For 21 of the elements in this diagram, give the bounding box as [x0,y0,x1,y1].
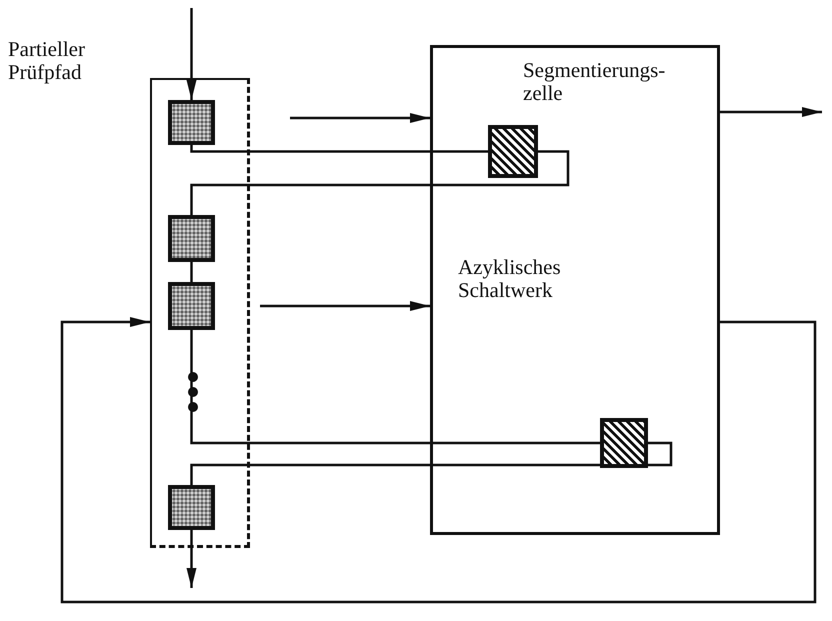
connector-line [190,262,193,282]
segmentation-cell [488,125,538,178]
arrow [260,301,430,311]
arrow [186,8,196,100]
scan-cell [168,215,215,262]
block-label: Azyklisches Schaltwerk [458,256,562,302]
arrow [290,113,430,123]
cell-caption: Segmentierungs- zelle [523,59,666,105]
connector-line [190,145,488,153]
connector-line [190,442,672,485]
arrow [186,530,196,588]
connector-line [190,150,570,215]
scan-cell [168,485,215,530]
arrow [720,107,822,117]
segmentation-cell [600,418,648,468]
connector-line [190,330,600,444]
scan-cell [168,282,215,330]
circuit-block [430,45,720,535]
arrow [60,317,816,604]
group-heading: Partieller Prüfpfad [8,38,86,84]
scan-cell [168,100,215,145]
